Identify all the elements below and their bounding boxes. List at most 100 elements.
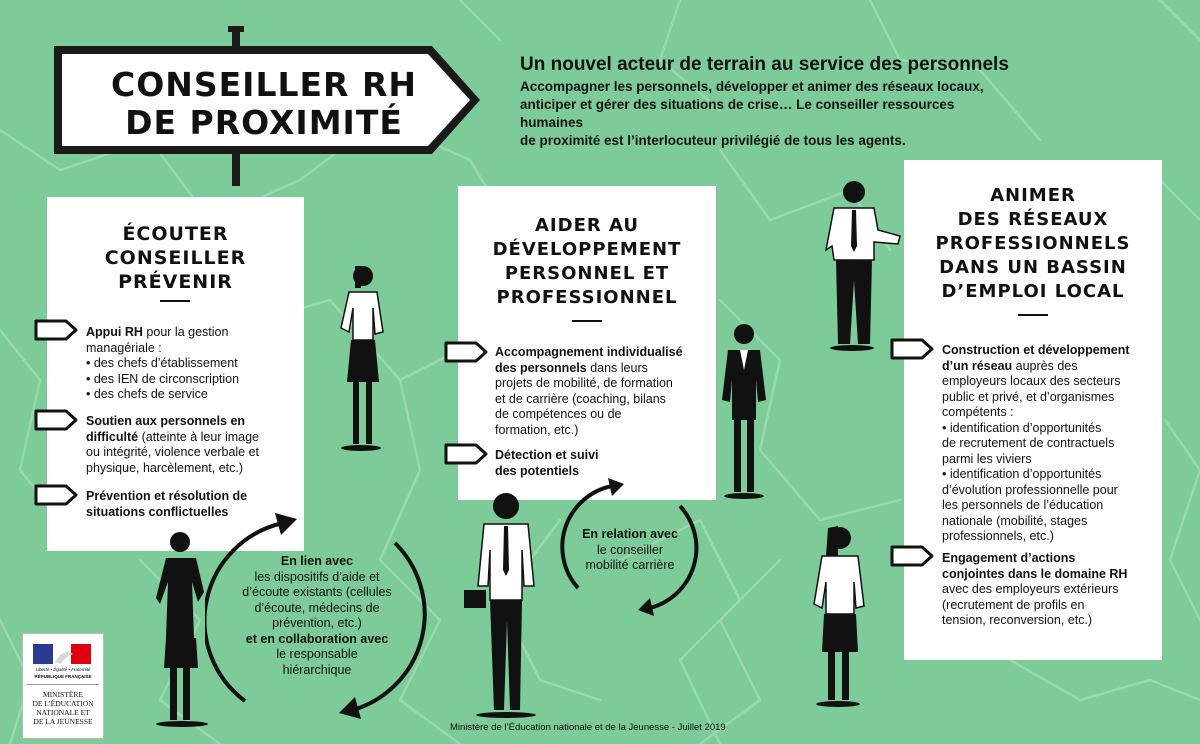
item-text: de compétences ou de bbox=[495, 407, 622, 421]
item-text: formation, etc.) bbox=[495, 422, 579, 437]
panel-personal-development bbox=[458, 186, 716, 500]
item-text: ou intégrité, violence verbale et bbox=[86, 445, 260, 459]
item-bold: situations conflictuelles bbox=[86, 504, 229, 519]
item-bold: Engagement d’actions bbox=[942, 551, 1076, 565]
item-text: dans leurs bbox=[590, 360, 648, 375]
arrow-marker-icon bbox=[34, 409, 78, 431]
panel-middle-item-1: Accompagnement individualisé des personn… bbox=[495, 345, 710, 438]
tagline-line: de proximité est l’interlocuteur privilé… bbox=[520, 133, 906, 148]
panel-title-line: ÉCOUTER bbox=[122, 223, 229, 245]
item-bold: conjointes dans le domaine RH bbox=[942, 566, 1128, 581]
arrow-marker-icon bbox=[444, 341, 488, 363]
item-text: public et privé, et d’organismes bbox=[942, 389, 1115, 404]
logo-ministry-line: MINISTÈRE bbox=[43, 690, 83, 699]
item-bold: des potentiels bbox=[495, 463, 580, 478]
panel-right-title: ANIMER DES RÉSEAUX PROFESSIONNELS DANS U… bbox=[904, 184, 1162, 304]
person-icon bbox=[722, 324, 766, 499]
item-bold: Prévention et résolution de bbox=[86, 489, 248, 503]
logo-motto: Liberté • Égalité • Fraternité bbox=[35, 667, 91, 672]
item-text: tension, reconversion, etc.) bbox=[942, 613, 1093, 627]
logo-republic: RÉPUBLIQUE FRANÇAISE bbox=[34, 674, 92, 679]
item-text: • des chefs de service bbox=[86, 387, 208, 401]
circle-middle-text: En relation avec le conseiller mobilité … bbox=[575, 527, 685, 574]
circle-text-line: prévention, etc.) bbox=[272, 616, 362, 630]
circular-arrow-icon bbox=[560, 478, 699, 616]
item-bold: d’un réseau bbox=[942, 358, 1013, 373]
title-line-2: DE PROXIMITÉ bbox=[125, 103, 403, 142]
item-text: compétents : bbox=[942, 405, 1014, 419]
circle-bold: En relation avec bbox=[582, 527, 678, 541]
person-icon bbox=[340, 266, 384, 451]
signpost-icon bbox=[54, 26, 480, 186]
item-bold: des personnels bbox=[495, 360, 587, 375]
tagline-line: Accompagner les personnels, développer e… bbox=[520, 79, 984, 94]
panel-title-line: DES RÉSEAUX bbox=[957, 209, 1109, 230]
arrow-marker-icon bbox=[34, 484, 78, 506]
item-text: professionnels, etc.) bbox=[942, 529, 1054, 543]
logo-ministry-line: DE LA JEUNESSE bbox=[33, 717, 93, 726]
ministry-logo: Liberté • Égalité • Fraternité RÉPUBLIQU… bbox=[22, 633, 104, 739]
item-bold: Soutien aux personnels en bbox=[86, 414, 246, 428]
item-text: • des chefs d’établissement bbox=[86, 356, 238, 370]
item-text: • des IEN de circonscription bbox=[86, 371, 240, 386]
circle-bold: et en collaboration avec bbox=[245, 631, 389, 646]
panel-left-item-2: Soutien aux personnels en difficulté (at… bbox=[86, 414, 296, 476]
item-text: parmi les viviers bbox=[942, 451, 1032, 466]
panel-title-line: PROFESSIONNELS bbox=[935, 233, 1131, 254]
logo-ministry-line: DE L’ÉDUCATION bbox=[32, 699, 94, 708]
item-text: et de carrière (coaching, bilans bbox=[495, 391, 666, 406]
arrow-marker-icon bbox=[890, 338, 934, 360]
item-text: managériale : bbox=[86, 340, 162, 355]
panel-title-line: PROFESSIONNEL bbox=[496, 287, 678, 308]
item-text: physique, harcèlement, etc.) bbox=[86, 460, 244, 475]
item-bold: Détection et suivi bbox=[495, 448, 599, 462]
flag-icon bbox=[33, 644, 91, 664]
panel-professional-networks bbox=[904, 160, 1162, 660]
tagline-line: anticiper et gérer des situations de cri… bbox=[520, 97, 955, 130]
circle-text-line: mobilité carrière bbox=[585, 558, 675, 572]
panel-title-line: DANS UN BASSIN bbox=[939, 257, 1127, 278]
circle-text-line: les dispositifs d’aide et bbox=[254, 569, 380, 584]
circle-text-line: le responsable bbox=[276, 647, 358, 661]
title-line-1: CONSEILLER RH bbox=[110, 65, 417, 104]
tagline-text: Accompagner les personnels, développer e… bbox=[520, 78, 1020, 150]
item-bold: Accompagnement individualisé bbox=[495, 345, 683, 359]
item-bold: Construction et développement bbox=[942, 343, 1130, 357]
panel-right-divider bbox=[1018, 314, 1048, 316]
signpost-title: CONSEILLER RH DE PROXIMITÉ bbox=[84, 66, 444, 142]
item-text: employeurs locaux des secteurs bbox=[942, 374, 1121, 388]
panel-middle-item-2: Détection et suivi des potentiels bbox=[495, 448, 710, 479]
panel-right-item-1: Construction et développement d’un résea… bbox=[942, 343, 1154, 545]
logo-ministry: MINISTÈRE DE L’ÉDUCATION NATIONALE ET DE… bbox=[27, 690, 99, 726]
item-text: projets de mobilité, de formation bbox=[495, 376, 673, 390]
panel-listen-advise-prevent bbox=[47, 197, 304, 551]
circle-text-line: hiérarchique bbox=[282, 662, 352, 677]
panel-title-line: DÉVELOPPEMENT bbox=[492, 239, 682, 260]
panel-left-divider bbox=[160, 300, 190, 302]
panel-title-line: AIDER AU bbox=[535, 215, 639, 236]
item-text: nationale (mobilité, stages bbox=[942, 513, 1088, 528]
item-bold: Appui RH bbox=[86, 325, 143, 339]
circle-text-line: d’écoute, médecins de bbox=[254, 600, 380, 615]
circle-text-line: le conseiller bbox=[596, 542, 663, 557]
footer-credit: Ministère de l’Éducation nationale et de… bbox=[450, 722, 726, 733]
item-text: avec des employeurs extérieurs bbox=[942, 582, 1119, 596]
item-text: • identification d’opportunités bbox=[942, 420, 1102, 435]
person-icon bbox=[824, 181, 901, 351]
circle-text-line: d’écoute existants (cellules bbox=[242, 585, 392, 599]
circle-left-text: En lien avec les dispositifs d’aide et d… bbox=[222, 554, 412, 678]
item-text: auprès des bbox=[1015, 358, 1078, 373]
circular-arrow-icon bbox=[205, 513, 427, 719]
panel-left-item-3: Prévention et résolution de situations c… bbox=[86, 489, 296, 520]
item-text: (recrutement de profils en bbox=[942, 597, 1085, 612]
arrow-marker-icon bbox=[444, 443, 488, 465]
logo-ministry-line: NATIONALE ET bbox=[36, 708, 90, 717]
panel-title-line: CONSEILLER bbox=[104, 247, 247, 269]
item-text: d’évolution professionnelle pour bbox=[942, 482, 1118, 497]
panel-title-line: PRÉVENIR bbox=[118, 271, 233, 293]
arrow-marker-icon bbox=[34, 319, 78, 341]
item-bold: difficulté bbox=[86, 429, 139, 444]
item-text: de recrutement de contractuels bbox=[942, 436, 1115, 450]
panel-middle-title: AIDER AU DÉVELOPPEMENT PERSONNEL ET PROF… bbox=[458, 214, 716, 310]
